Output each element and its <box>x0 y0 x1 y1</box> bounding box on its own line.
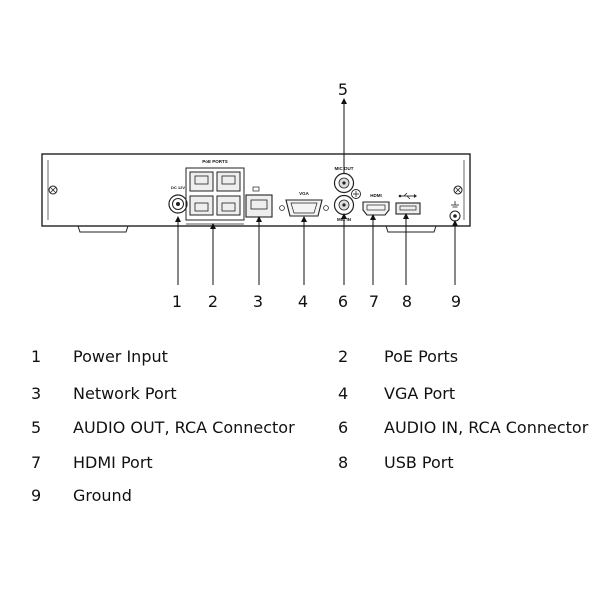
legend-label: PoE Ports <box>384 347 459 366</box>
callout-number-1: 1 <box>172 292 182 311</box>
network-port <box>245 186 273 218</box>
callout-number-7: 7 <box>369 292 379 311</box>
ground-icon <box>451 201 459 208</box>
usb-port <box>395 192 421 215</box>
legend-label: AUDIO OUT, RCA Connector <box>73 418 295 437</box>
hdmi-port: HDMI <box>362 193 390 216</box>
legend-label: Network Port <box>73 384 177 403</box>
legend-number: 8 <box>338 453 349 472</box>
poe-port <box>216 195 241 216</box>
vga-port: VGA <box>279 191 329 217</box>
legend-label: Power Input <box>73 347 168 366</box>
legend-label: HDMI Port <box>73 453 153 472</box>
callout-number-2: 2 <box>208 292 218 311</box>
callout-number-4: 4 <box>298 292 308 311</box>
legend-label: VGA Port <box>384 384 456 403</box>
callout-number-5: 5 <box>338 80 348 99</box>
legend-number: 1 <box>31 347 42 366</box>
legend-number: 5 <box>31 418 42 437</box>
legend-label: AUDIO IN, RCA Connector <box>384 418 589 437</box>
usb-icon <box>398 192 417 200</box>
ground-symbol-icon <box>351 189 361 199</box>
callout-number-6: 6 <box>338 292 348 311</box>
power-input-jack: DC 12V <box>168 185 188 214</box>
legend-number: 4 <box>338 384 349 403</box>
screw-icon <box>453 185 463 195</box>
svg-text:DC 12V: DC 12V <box>171 185 185 190</box>
svg-text:VGA: VGA <box>299 191 310 196</box>
legend-number: 2 <box>338 347 349 366</box>
legend-number: 6 <box>338 418 349 437</box>
legend-number: 7 <box>31 453 42 472</box>
poe-port <box>189 195 214 216</box>
callout-number-9: 9 <box>451 292 461 311</box>
legend-number: 9 <box>31 486 42 505</box>
poe-ports: PoE PORTS <box>185 159 245 225</box>
poe-port <box>216 171 241 192</box>
callout-number-8: 8 <box>402 292 412 311</box>
legend-number: 3 <box>31 384 42 403</box>
poe-port <box>189 171 214 192</box>
svg-text:PoE PORTS: PoE PORTS <box>202 159 228 164</box>
callout-lines <box>175 98 458 285</box>
screw-icon <box>48 185 58 195</box>
legend-label: Ground <box>73 486 132 505</box>
svg-text:HDMI: HDMI <box>370 193 382 198</box>
callout-number-3: 3 <box>253 292 263 311</box>
legend-label: USB Port <box>384 453 454 472</box>
